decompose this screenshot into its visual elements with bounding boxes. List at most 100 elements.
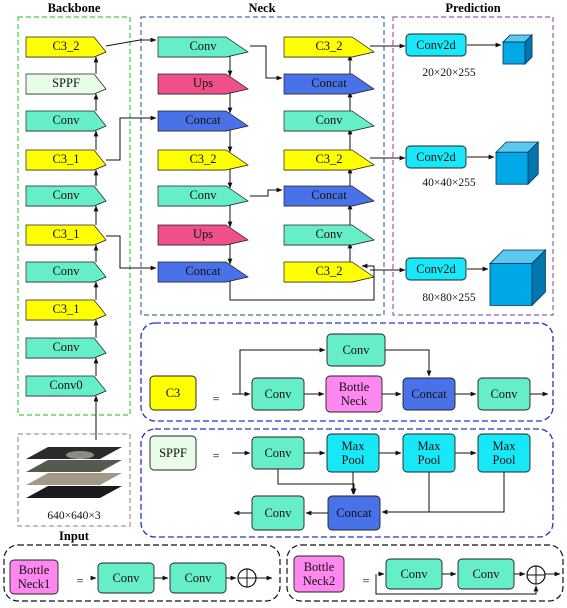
c3-conv-a-label: Conv (264, 387, 292, 401)
neck-right-block-6: Conv (283, 224, 375, 246)
backbone-frame (17, 16, 131, 416)
backbone-block-8-label: C3_1 (52, 302, 79, 316)
c3-name-box: C3 (149, 375, 197, 411)
connector-arrow (375, 574, 539, 595)
neck-right-block-4-label: C3_2 (315, 152, 342, 166)
c3-name-box-label: C3 (166, 386, 181, 400)
sppf-concat-label: Concat (336, 506, 372, 520)
connector-arrow (239, 347, 326, 394)
bottleneck2-frame (286, 544, 564, 602)
c3-bottleneck-label: Bottle (339, 380, 370, 394)
neck-left-block-3-label: Concat (185, 113, 221, 127)
neck-title: Neck (248, 1, 275, 15)
connector-arrow (250, 45, 283, 81)
sppf-conv-in-label: Conv (264, 446, 292, 460)
bottleneck2-conv2: Conv (457, 558, 515, 590)
neck-right-block-4: C3_2 (283, 149, 375, 171)
bottleneck1-name-box-label: Bottle (19, 563, 50, 577)
connector-arrow (229, 263, 375, 301)
sppf-maxpool-1-label: Pool (342, 453, 365, 467)
prediction-conv2d-2-label: Conv2d (416, 150, 456, 164)
backbone-block-7-label: Conv (52, 264, 80, 278)
bottleneck2-name-box-label: Bottle (304, 560, 335, 574)
neck-right-block-1: C3_2 (283, 36, 375, 58)
backbone-block-7: Conv (25, 261, 107, 283)
sppf-equals: = (212, 449, 219, 463)
backbone-title: Backbone (48, 1, 101, 15)
neck-right-block-5-label: Concat (311, 188, 347, 202)
input-title: Input (59, 529, 90, 543)
neck-left-block-5-label: Conv (189, 188, 217, 202)
prediction-frame (392, 16, 554, 316)
neck-right-block-3: Conv (283, 110, 375, 132)
backbone-block-1: C3_2 (25, 36, 107, 58)
connector-arrow (277, 469, 357, 495)
neck-left-block-4-label: C3_2 (189, 152, 216, 166)
bottleneck2-equals: = (362, 574, 369, 588)
prediction-conv2d-2: Conv2d (405, 145, 467, 169)
neck-left-block-6-label: Ups (193, 227, 213, 241)
backbone-block-5: Conv (25, 185, 107, 207)
sppf-maxpool-2-label: Pool (418, 453, 441, 467)
neck-right-block-3-label: Conv (315, 113, 343, 127)
add-icon (237, 568, 257, 588)
backbone-block-9: Conv (25, 337, 107, 359)
sppf-conv-out-label: Conv (264, 506, 292, 520)
c3-module-frame (140, 322, 554, 422)
input-frame (17, 433, 131, 527)
bottleneck2-conv1-label: Conv (400, 567, 428, 581)
c3-concat-label: Concat (411, 387, 447, 401)
backbone-block-4: C3_1 (25, 149, 107, 171)
output-cube-2 (495, 141, 540, 186)
sppf-name-box-label: SPPF (159, 446, 187, 460)
c3-conv-b-label: Conv (490, 387, 518, 401)
neck-left-block-7: Concat (157, 261, 249, 283)
backbone-block-10: Conv0 (25, 375, 107, 397)
prediction-dims-2: 40×40×255 (422, 177, 475, 189)
c3-top-conv-label: Conv (342, 343, 370, 357)
c3-equals: = (212, 392, 219, 406)
neck-right-block-7: C3_2 (283, 261, 375, 283)
prediction-conv2d-1: Conv2d (405, 33, 467, 57)
sppf-conv-out: Conv (251, 495, 305, 531)
backbone-block-5-label: Conv (52, 188, 80, 202)
connector-arrow (250, 187, 283, 197)
prediction-conv2d-3-label: Conv2d (416, 262, 456, 276)
neck-right-block-7-label: C3_2 (315, 264, 342, 278)
backbone-block-6-label: C3_1 (52, 227, 79, 241)
backbone-block-2: SPPF (25, 73, 107, 95)
bottleneck1-conv1: Conv (97, 562, 155, 594)
output-cube-1 (502, 34, 534, 66)
backbone-block-3-label: Conv (52, 113, 80, 127)
sppf-maxpool-2-label: Max (418, 439, 442, 453)
c3-top-conv: Conv (326, 333, 386, 367)
c3-concat: Concat (402, 377, 456, 411)
c3-conv-b: Conv (477, 377, 531, 411)
backbone-block-6: C3_1 (25, 224, 107, 246)
bottleneck2-conv2-label: Conv (472, 567, 500, 581)
neck-right-block-2: Concat (283, 73, 375, 95)
bottleneck1-conv2-label: Conv (184, 571, 212, 585)
backbone-block-9-label: Conv (52, 340, 80, 354)
prediction-conv2d-3: Conv2d (405, 257, 467, 281)
neck-left-block-7-label: Concat (185, 264, 221, 278)
neck-left-block-2-label: Ups (193, 76, 213, 90)
bottleneck1-name-box-label: Neck1 (18, 577, 51, 591)
bottleneck2-name-box-label: Neck2 (303, 574, 336, 588)
connector-arrow (385, 349, 432, 377)
bottleneck2-conv1: Conv (385, 558, 443, 590)
c3-bottleneck-label: Neck (341, 394, 368, 408)
bottleneck1-conv1-label: Conv (112, 571, 140, 585)
sppf-maxpool-1-label: Max (342, 439, 366, 453)
sppf-module-frame (140, 428, 554, 538)
backbone-block-3: Conv (25, 110, 107, 132)
bottleneck1-equals: = (76, 574, 83, 588)
connector-arrow (382, 472, 505, 513)
output-cube-3 (489, 249, 547, 307)
backbone-block-8: C3_1 (25, 299, 107, 321)
